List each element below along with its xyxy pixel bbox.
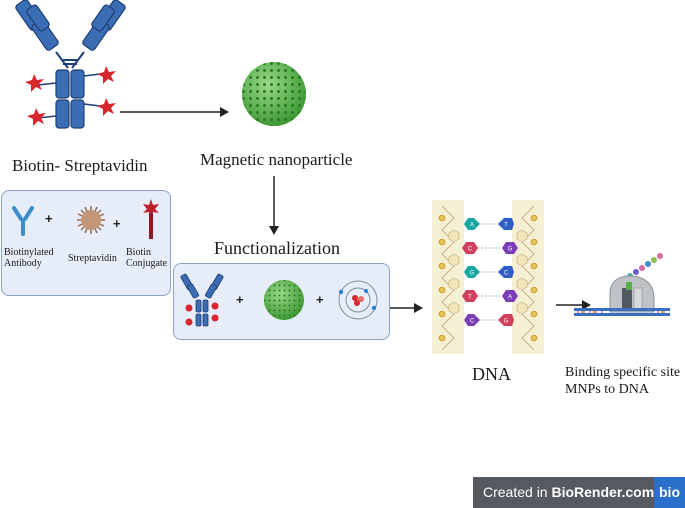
arrow-down-to-functionalization bbox=[269, 176, 279, 235]
arrow-to-binding bbox=[556, 300, 591, 310]
dna-base-label: C bbox=[468, 247, 473, 253]
atom-icon bbox=[338, 280, 378, 320]
antibody-large-icon bbox=[15, 0, 126, 129]
label-dna: DNA bbox=[472, 364, 511, 384]
label-binding: Binding specific site MNPs to DNA bbox=[565, 364, 680, 398]
badge-prefix: Created in bbox=[483, 484, 552, 500]
biorender-logo-icon: bio bbox=[654, 477, 685, 508]
plus-sign: + bbox=[236, 292, 244, 307]
mnp-dna-complex-icon bbox=[574, 253, 670, 316]
functionalization-box: + + bbox=[173, 263, 390, 340]
label-biotinylated-line1: Biotinylated bbox=[4, 247, 54, 258]
antibody-small-icon bbox=[12, 206, 34, 236]
label-biotinylated-line2: Antibody bbox=[4, 258, 42, 269]
antibody-biotin-icon bbox=[180, 273, 224, 327]
plus-sign: + bbox=[45, 211, 53, 226]
dna-base-label: C bbox=[470, 319, 475, 325]
arrow-to-nanoparticle bbox=[120, 107, 229, 117]
nanoparticle-small-icon bbox=[264, 280, 304, 320]
components-box: + + Biotinylated Antibody Streptavidin B… bbox=[1, 190, 171, 296]
label-functionalization: Functionalization bbox=[214, 238, 340, 258]
streptavidin-icon bbox=[77, 206, 105, 234]
arrow-to-dna bbox=[390, 303, 423, 313]
biorender-badge[interactable]: Created in BioRender.com bio bbox=[473, 477, 685, 508]
dna-base-label: G bbox=[504, 319, 509, 325]
plus-sign: + bbox=[316, 292, 324, 307]
plus-sign: + bbox=[113, 216, 121, 231]
dna-base-label: T bbox=[468, 295, 472, 301]
label-biotin-conjugate: Biotin Conjugate bbox=[126, 247, 176, 269]
dna-base-label: T bbox=[504, 223, 508, 229]
dna-base-label: A bbox=[508, 295, 512, 301]
badge-text: Created in BioRender.com bbox=[483, 484, 654, 500]
dna-base-label: G bbox=[508, 247, 513, 253]
label-biotin-line2: Conjugate bbox=[126, 258, 168, 269]
dna-base-label: C bbox=[504, 271, 509, 277]
label-binding-line1: Binding specific site bbox=[565, 365, 681, 380]
dna-structure-icon: A T C G G C T A C G bbox=[432, 200, 544, 354]
label-biotin-streptavidin: Biotin- Streptavidin bbox=[12, 156, 148, 175]
label-streptavidin: Streptavidin bbox=[68, 253, 117, 264]
label-magnetic-nanoparticle: Magnetic nanoparticle bbox=[200, 150, 353, 169]
dna-base-label: A bbox=[470, 223, 474, 229]
dna-base-label: G bbox=[470, 271, 475, 277]
label-biotinylated-antibody: Biotinylated Antibody bbox=[4, 247, 64, 269]
badge-brand: BioRender.com bbox=[551, 484, 655, 500]
nanoparticle-large-icon bbox=[242, 62, 306, 126]
label-biotin-line1: Biotin bbox=[126, 247, 152, 258]
biotin-conjugate-icon bbox=[143, 199, 159, 239]
label-binding-line2: MNPs to DNA bbox=[565, 382, 650, 397]
